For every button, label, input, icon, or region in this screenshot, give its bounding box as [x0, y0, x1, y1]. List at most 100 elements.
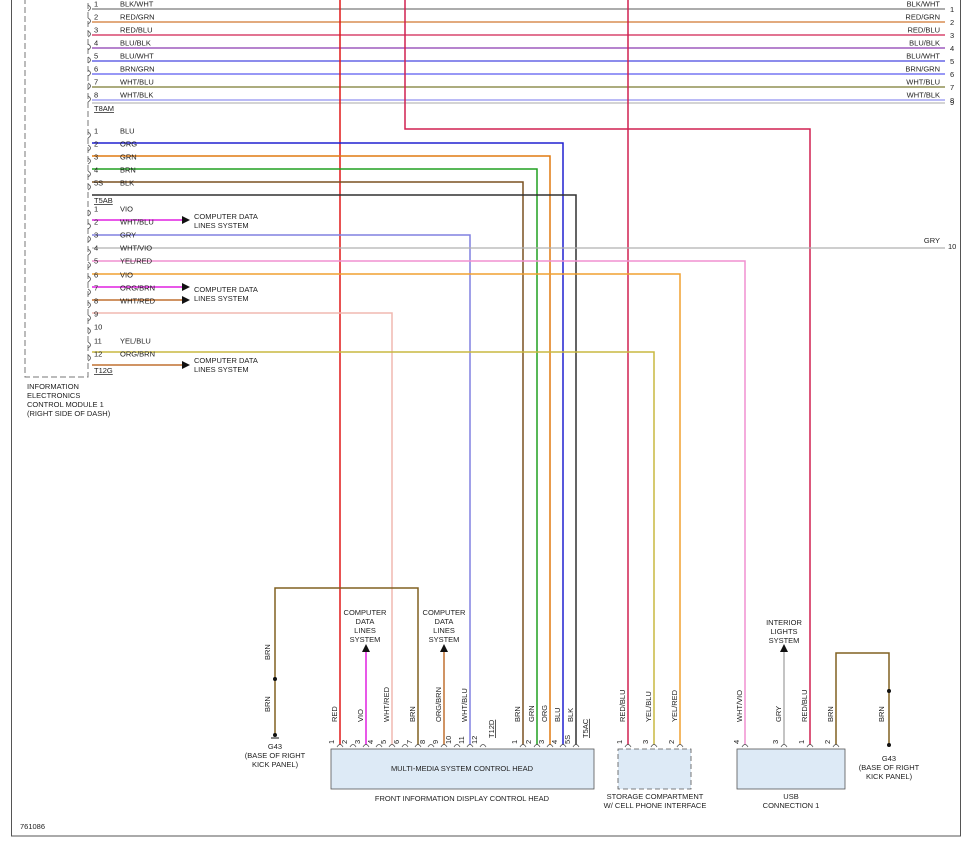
t12d-pin-3: 3: [353, 740, 362, 744]
t8am-pin-mark-8: [87, 95, 91, 103]
t8am-right-wire-1: BLK/WHT: [907, 0, 941, 9]
module-caption-1: INFORMATION: [27, 382, 79, 391]
t5ac-pin-mark-2: [546, 744, 554, 748]
t12d-wire-7: BRN: [408, 706, 417, 722]
t8am-pin-4: 4: [94, 39, 98, 48]
t8am-right-wire-6: BRN/GRN: [905, 65, 940, 74]
t8am-pin-mark-6: [87, 69, 91, 77]
t8am-pin-mark-4: [87, 43, 91, 51]
t12d-pin-8: 8: [418, 740, 427, 744]
t12d-pin-mark-6: [401, 744, 409, 748]
t5ac-wire-3: BLU: [553, 707, 562, 722]
t12g-pin-6: 6: [94, 271, 98, 280]
t5ac-pin-4: 5S: [563, 735, 572, 744]
ground-left-line2: KICK PANEL): [252, 760, 299, 769]
t5ac-pin-mark-1: [533, 744, 541, 748]
t5ac-label: T5AC: [581, 718, 590, 738]
interior-lights-1: INTERIOR: [766, 618, 802, 627]
cdv-1-line1: COMPUTER: [344, 608, 388, 617]
usb-pin-2: 1: [797, 740, 806, 744]
storage-pin-2: 2: [667, 740, 676, 744]
t12g-pin-mark-10: [87, 341, 91, 349]
t12g-wire-1: VIO: [120, 205, 133, 214]
t8am-pin-8: 8: [94, 91, 98, 100]
t5ac-pin-2: 3: [537, 740, 546, 744]
t12d-pin-2: 2: [340, 740, 349, 744]
cdl-arrow-2: [182, 283, 190, 291]
t8am-right-pin-7: 7: [950, 83, 954, 92]
t8am-right-wire-5: BLU/WHT: [906, 52, 940, 61]
usb-pin-mark-2: [806, 744, 814, 748]
t8am-wire-6: BRN/GRN: [120, 65, 155, 74]
t12g-yelred-line: [92, 273, 681, 745]
cdv-2-line2: DATA: [435, 617, 454, 626]
storage-pin-1: 3: [641, 740, 650, 744]
ground-right-line2: KICK PANEL): [866, 772, 913, 781]
ground-left-splice: [273, 677, 277, 681]
cdl-arrow-1: [182, 216, 190, 224]
t12g-label: T12G: [94, 366, 113, 375]
cdl-arrow-3: [182, 296, 190, 304]
interior-lights-2: LIGHTS: [770, 627, 797, 636]
control-head-label: MULTI-MEDIA SYSTEM CONTROL HEAD: [391, 764, 534, 773]
t12d-pin-1: 1: [327, 740, 336, 744]
ground-left-point: [273, 733, 277, 737]
storage-wire-2: YEL/RED: [670, 689, 679, 722]
t8am-label: T8AM: [94, 104, 114, 113]
wires: [87, 0, 945, 748]
t12d-pin-mark-10: [453, 744, 461, 748]
storage-pin-0: 1: [615, 740, 624, 744]
t8am-pin-6: 6: [94, 65, 98, 74]
t8am-pin-mark-3: [87, 30, 91, 38]
cdv-1-line4: SYSTEM: [350, 635, 381, 644]
t8am-right-wire-7: WHT/BLU: [906, 78, 940, 87]
t12g-whtvio-line: [92, 260, 746, 745]
ground-left-name: G43: [268, 742, 282, 751]
t12g-pin-3: 3: [94, 231, 98, 240]
storage-box: [617, 748, 692, 790]
t12g-pin-mark-9: [87, 327, 91, 335]
t5ab-pin-mark-3: [87, 170, 91, 178]
t8am-right-pin-3: 3: [950, 31, 954, 40]
t12g-pin-mark-5: [87, 275, 91, 283]
cdl-1-line1: COMPUTER DATA: [194, 212, 258, 221]
t12d-label: T12D: [487, 719, 496, 738]
red-blu-usb-wire: [404, 0, 811, 745]
cdl-arrow-4: [182, 361, 190, 369]
cdv-arrow-1: [362, 644, 370, 652]
t8am-right-wire-8: WHT/BLK: [907, 91, 940, 100]
t12d-pin-mark-4: [375, 744, 383, 748]
t12g-pin-mark-8: [87, 314, 91, 322]
t12d-pin-mark-3: [362, 744, 370, 748]
t12g-pin-1: 1: [94, 205, 98, 214]
t5ac-pin-mark-0: [519, 744, 527, 748]
storage-caption-1: STORAGE COMPARTMENT: [607, 792, 704, 801]
ground-right-wire: BRN: [877, 706, 886, 722]
storage-wire-1: YEL/BLU: [644, 691, 653, 722]
t12d-pin-mark-12: [479, 744, 487, 748]
t12g-pin-8: 8: [94, 297, 98, 306]
t12d-wire-3: VIO: [356, 709, 365, 722]
t5ab-wire-0: BLU: [120, 127, 135, 136]
diagram-id: 761086: [20, 822, 45, 831]
t5ab-label: T5AB: [94, 196, 113, 205]
t8am-pin-mark-2: [87, 17, 91, 25]
storage-pin-mark-2: [676, 744, 684, 748]
usb-box: [736, 748, 846, 790]
t12d-pin-mark-8: [427, 744, 435, 748]
t12g-pin-mark-2: [87, 235, 91, 243]
t12g-wire-3: GRY: [120, 231, 136, 240]
t8am-extra-right-pin: 9: [950, 98, 954, 107]
usb-pin-3: 2: [823, 740, 832, 744]
t12d-pin-12: 12: [470, 736, 479, 744]
interior-arrow: [780, 644, 788, 652]
cdv-2-line4: SYSTEM: [429, 635, 460, 644]
t8am-wire-2: RED/GRN: [120, 13, 155, 22]
t8am-right-pin-6: 6: [950, 70, 954, 79]
t12g-pin-mark-4: [87, 261, 91, 269]
t12d-pin-5: 5: [379, 740, 388, 744]
t5ac-wire-1: GRN: [527, 705, 536, 722]
t5ab-pin-mark-2: [87, 157, 91, 165]
t12g-wire-7: ORG/BRN: [120, 284, 155, 293]
t5ab-pin-mark-4: [87, 183, 91, 191]
